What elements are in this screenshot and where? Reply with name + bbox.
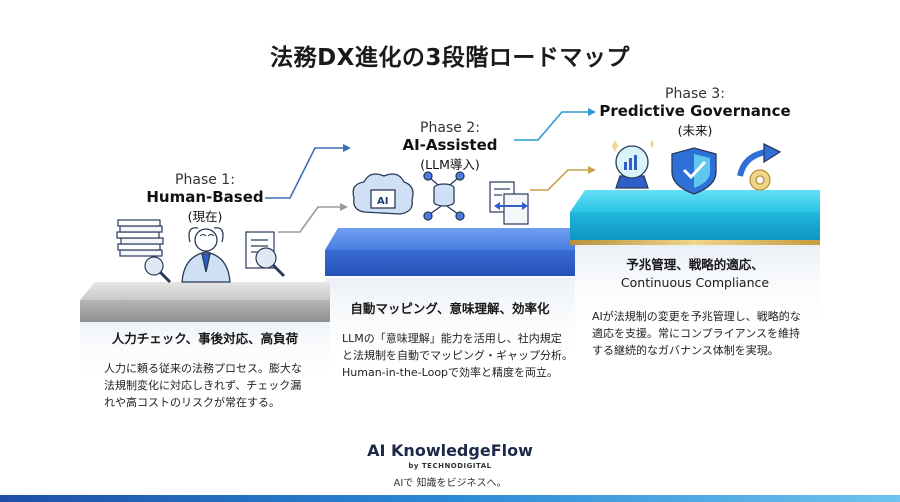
phase1-name: Human-Based (146, 188, 264, 206)
phase3-platform (570, 190, 820, 245)
phase1-sub: (現在) (187, 209, 223, 224)
document-stack-icon (116, 219, 172, 284)
arrow-phase1-to-phase2-lower (278, 203, 348, 233)
phase3-sub: (未来) (677, 123, 713, 138)
phase2-platform (325, 228, 575, 276)
document-magnifier-icon (245, 231, 286, 278)
phase3-desc-line: AIが法規制の変更を予兆管理し、戦略的な (592, 310, 801, 323)
crystal-ball-icon (612, 140, 654, 189)
phase3-description: AIが法規制の変更を予兆管理し、戦略的な 適応を支援。常にコンプライアンスを維持… (592, 308, 827, 359)
footer-byline: by TECHNODIGITAL (408, 462, 492, 470)
phase1-desc-line: 人力に頼る従来の法務プロセス。膨大な (104, 362, 302, 375)
phase2-name: AI-Assisted (402, 136, 498, 154)
phase3-desc-line: する継続的なガバナンス体制を実現。 (592, 344, 779, 357)
footer-tagline: AIで 知識をビジネスへ。 (393, 478, 507, 489)
phase2-description: LLMの「意味理解」能力を活用し、社内規定 と法規制を自動でマッピング・ギャップ… (342, 330, 577, 381)
phase2-caption: 自動マッピング、意味理解、効率化 (350, 301, 550, 316)
phase1-caption: 人力チェック、事後対応、高負荷 (111, 331, 299, 346)
footer-brand: AI KnowledgeFlow (367, 441, 533, 460)
phase2-desc-line: LLMの「意味理解」能力を活用し、社内規定 (342, 332, 562, 345)
arrow-phase2-to-phase3-lower (530, 166, 596, 191)
phase2-label: Phase 2: (420, 120, 480, 136)
phase3-caption-line-2: Continuous Compliance (620, 275, 770, 290)
phase3-desc-line: 適応を支援。常にコンプライアンスを維持 (592, 327, 801, 340)
phase1-label: Phase 1: (175, 172, 235, 188)
phase2-desc-line: Human-in-the-Loopで効率と精度を両立。 (342, 366, 559, 379)
svg-text:AI: AI (377, 196, 388, 207)
arrow-phase1-to-phase2-upper (265, 144, 351, 199)
phase3-caption: 予兆管理、戦略的適応、 Continuous Compliance (570, 256, 820, 292)
ai-brain-icon: AI (352, 173, 414, 215)
phase3-label: Phase 3: (665, 86, 725, 102)
phase3-name: Predictive Governance (599, 102, 791, 120)
page-title: 法務DX進化の3段階ロードマップ (270, 45, 630, 71)
phase2-sub: (LLM導入) (420, 157, 480, 172)
arrow-phase2-to-phase3-upper (514, 108, 596, 141)
phase1-desc-line: 法規制変化に対応しきれず、チェック漏 (104, 379, 302, 392)
shield-check-icon (671, 147, 717, 195)
phase3-header: Phase 3: Predictive Governance (未来) (590, 86, 800, 139)
phase3-caption-line-1: 予兆管理、戦略的適応、 (626, 257, 764, 272)
phase1-description: 人力に頼る従来の法務プロセス。膨大な 法規制変化に対応しきれず、チェック漏 れや… (104, 360, 334, 411)
gear-arrow-icon (737, 142, 782, 191)
stressed-person-icon (181, 227, 231, 283)
phase1-desc-line: れや高コストのリスクが常在する。 (104, 396, 280, 409)
phase2-header: Phase 2: AI-Assisted (LLM導入) (375, 120, 525, 173)
phase2-desc-line: と法規制を自動でマッピング・ギャップ分析。 (342, 349, 573, 362)
database-network-icon (423, 171, 465, 221)
bottom-accent-bar (0, 495, 900, 502)
document-compare-icon (489, 181, 529, 225)
phase1-header: Phase 1: Human-Based (現在) (130, 172, 280, 225)
phase1-platform (80, 282, 330, 322)
